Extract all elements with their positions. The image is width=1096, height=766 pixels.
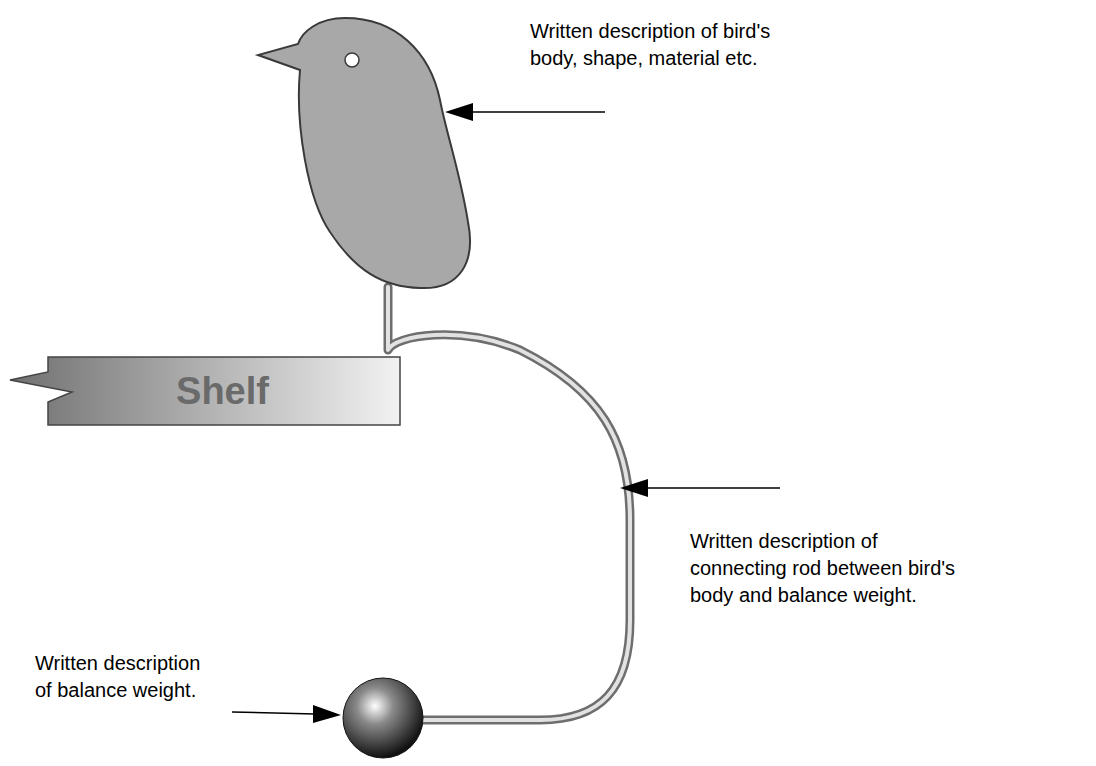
bird-body bbox=[258, 18, 470, 288]
callout-text: Written description of bird's body, shap… bbox=[530, 18, 775, 72]
leader-line bbox=[470, 111, 605, 113]
arrow-head bbox=[445, 103, 473, 121]
leader-line bbox=[232, 712, 315, 714]
shelf-label: Shelf bbox=[176, 370, 269, 413]
arrow-head bbox=[620, 479, 648, 497]
leader-line bbox=[645, 487, 780, 489]
connecting-rod-highlight bbox=[388, 287, 630, 720]
callout-text: Written description of balance weight. bbox=[35, 650, 205, 704]
bird-eye bbox=[345, 53, 359, 67]
balance-weight bbox=[343, 678, 423, 758]
callout-text: Written description of connecting rod be… bbox=[690, 528, 960, 609]
arrow-head bbox=[313, 705, 341, 723]
connecting-rod bbox=[388, 287, 630, 720]
shelf-block: Shelf bbox=[45, 357, 400, 425]
shelf-outline bbox=[10, 357, 400, 425]
